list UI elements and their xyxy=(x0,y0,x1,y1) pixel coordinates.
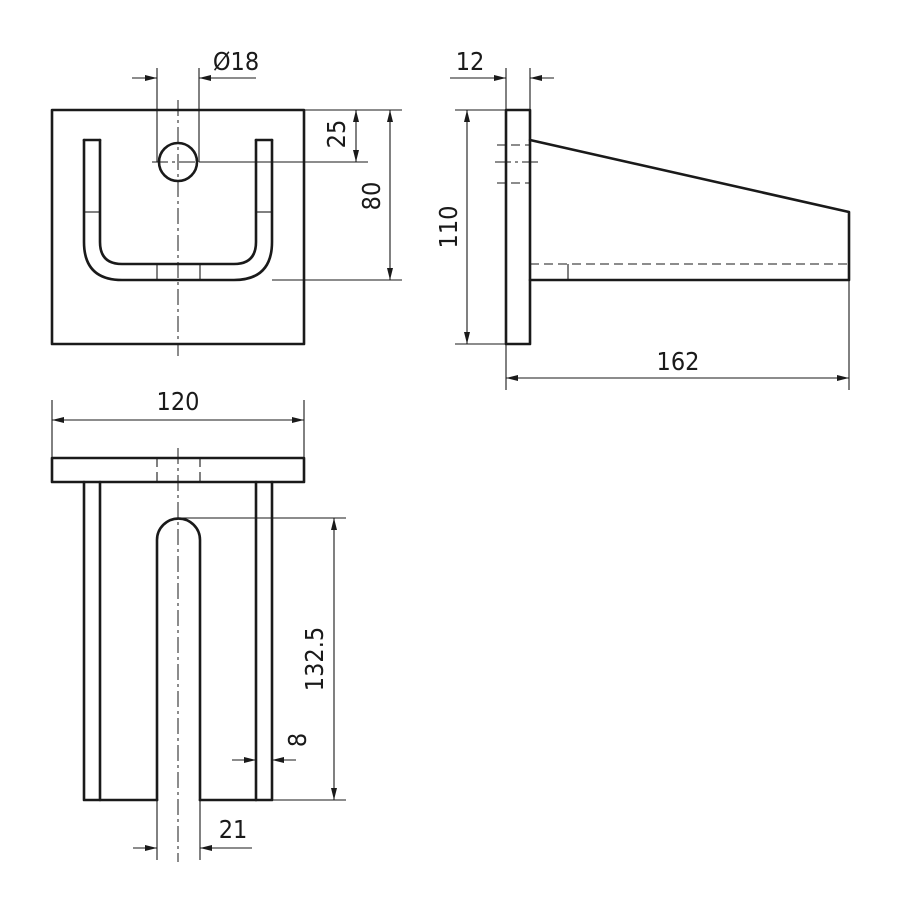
dim-text-total-length: 162 xyxy=(657,347,700,376)
front-u-outer xyxy=(82,138,274,282)
top-view xyxy=(50,448,306,862)
dim-hole-diameter: Ø18 xyxy=(132,47,259,162)
dim-text-plate-thickness: 12 xyxy=(456,47,485,76)
side-rib-outline xyxy=(528,138,851,282)
dim-text-slot-depth: 132.5 xyxy=(300,627,329,691)
top-right-rib-outline xyxy=(254,480,274,802)
dim-text-rib-thickness: 8 xyxy=(283,733,312,747)
dim-rib-thickness: 8 xyxy=(232,733,312,763)
side-plate-outline xyxy=(504,108,532,346)
dim-total-length: 162 xyxy=(505,280,850,390)
dim-text-slot-height: 80 xyxy=(357,182,386,211)
dim-plate-thickness: 12 xyxy=(450,47,554,110)
dim-hole-offset: 25 xyxy=(200,109,402,163)
front-plate-outline xyxy=(50,108,306,346)
dim-plate-width: 120 xyxy=(51,387,305,458)
top-left-rib-outline xyxy=(82,480,102,802)
front-view xyxy=(50,100,306,356)
dim-slot-width: 21 xyxy=(133,800,252,860)
dim-text-slot-width: 21 xyxy=(219,815,248,844)
dim-plate-height: 110 xyxy=(434,109,506,345)
dim-slot-height: 80 xyxy=(272,110,402,281)
side-view xyxy=(495,108,851,346)
dim-text-hole-offset: 25 xyxy=(322,120,351,149)
dim-text-plate-height: 110 xyxy=(434,206,463,249)
dim-text-plate-width: 120 xyxy=(157,387,200,416)
dim-text-hole-diameter: Ø18 xyxy=(213,47,259,76)
dim-slot-depth: 132.5 xyxy=(178,517,346,801)
